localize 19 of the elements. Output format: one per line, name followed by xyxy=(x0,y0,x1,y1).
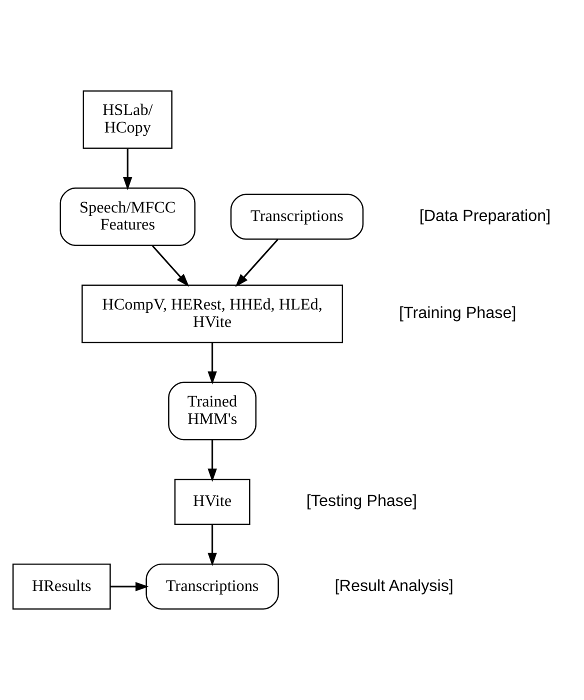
node-box: HResults xyxy=(12,564,111,610)
node-box: HVite xyxy=(174,478,250,525)
arrow xyxy=(152,245,190,287)
arrow xyxy=(208,440,217,482)
arrow xyxy=(110,582,149,592)
node-box: Speech/MFCC Features xyxy=(60,188,196,246)
arrow xyxy=(123,148,132,190)
node-box: Transcriptions xyxy=(146,564,279,610)
arrow xyxy=(235,238,278,287)
node-box: HCompV, HERest, HHEd, HLEd, HVite xyxy=(82,284,344,344)
label: [Result Analysis] xyxy=(334,576,454,595)
node-box: HSLab/ HCopy xyxy=(82,90,172,149)
arrow xyxy=(208,343,217,385)
node-box: Transcriptions xyxy=(230,194,364,240)
label: [Data Preparation] xyxy=(419,206,551,225)
label: [Testing Phase] xyxy=(306,492,418,510)
label: [Training Phase] xyxy=(399,304,516,322)
node-box: Trained HMM's xyxy=(168,382,256,440)
arrow xyxy=(208,524,217,566)
